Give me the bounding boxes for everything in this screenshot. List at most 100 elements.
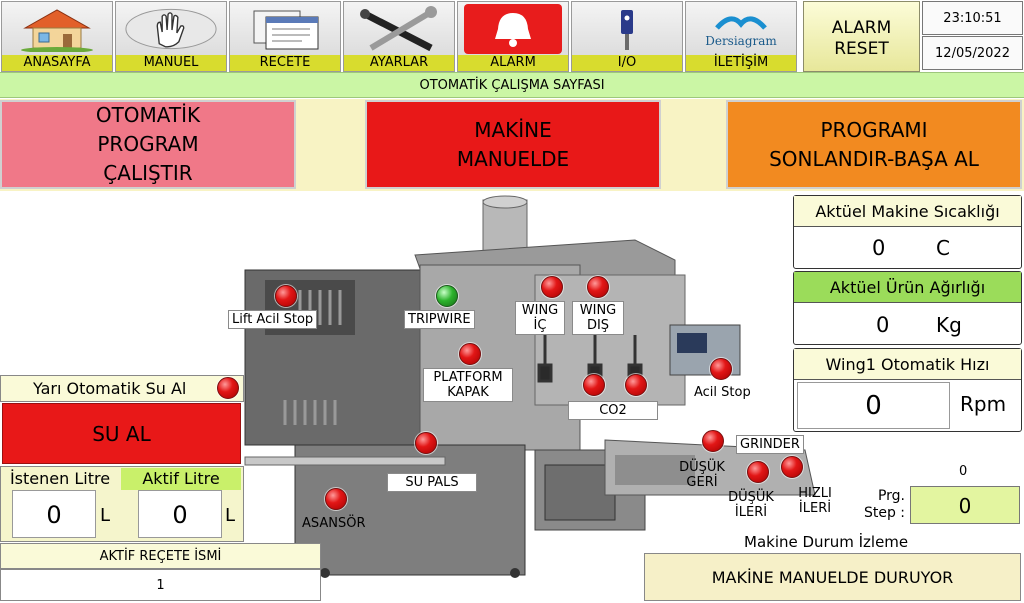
tripwire-label: TRIPWIRE <box>404 310 475 329</box>
alarm-reset-line1: ALARM <box>831 18 892 38</box>
nav-manuel-button[interactable]: MANUEL <box>115 1 227 72</box>
recipe-icon <box>236 4 334 54</box>
water-panel-title: Yarı Otomatik Su Al <box>0 375 244 402</box>
machine-mode-button[interactable]: MAKİNE MANUELDE <box>365 100 661 189</box>
end-program-line1: PROGRAMI <box>820 117 928 142</box>
program-step-label-line2: Step : <box>863 505 905 521</box>
wing-dis-indicator <box>587 276 609 298</box>
wing-ic-line1: WING <box>521 303 559 318</box>
hizli-ileri-line1: HIZLI <box>798 486 832 501</box>
acil-stop-label: Acil Stop <box>694 385 751 400</box>
active-litre-label: Aktif Litre <box>121 468 241 490</box>
alarm-reset-line2: RESET <box>834 39 889 59</box>
wing-speed-title: Wing1 Otomatik Hızı <box>794 349 1021 380</box>
bell-icon <box>464 4 562 54</box>
dusuk-ileri-line2: İLERİ <box>734 505 768 520</box>
dusuk-geri-label: DÜŞÜK GERİ <box>673 458 731 492</box>
nav-iletisim-button[interactable]: Dersiagram İLETİŞİM <box>685 1 797 72</box>
wing-dis-line1: WING <box>579 303 617 318</box>
alarm-reset-button[interactable]: ALARM RESET <box>803 1 920 72</box>
temperature-panel: Aktüel Makine Sıcaklığı 0 C <box>793 195 1022 269</box>
logo-text: Dersiagram <box>705 34 777 48</box>
wing-dis-label: WING DIŞ <box>572 301 624 335</box>
nav-label: MANUEL <box>116 55 226 71</box>
end-program-button[interactable]: PROGRAMI SONLANDIR-BAŞA AL <box>726 100 1022 189</box>
requested-litre-field[interactable]: 0 <box>12 490 96 538</box>
co2-indicator-1 <box>583 374 605 396</box>
wing-speed-unit: Rpm <box>960 392 1007 416</box>
auto-program-button[interactable]: OTOMATİK PROGRAM ÇALIŞTIR <box>0 100 296 189</box>
page-title: OTOMATİK ÇALIŞMA SAYFASI <box>0 72 1024 98</box>
platform-kapak-line1: PLATFORM <box>433 370 503 385</box>
dusuk-ileri-indicator <box>747 461 769 483</box>
wing-ic-indicator <box>541 276 563 298</box>
wing-ic-label: WING İÇ <box>515 301 565 335</box>
tools-icon <box>350 4 448 54</box>
nav-anasayfa-button[interactable]: ANASAYFA <box>1 1 113 72</box>
hand-icon <box>122 4 220 54</box>
contact-logo-icon: Dersiagram <box>692 4 790 54</box>
weight-unit: Kg <box>936 313 962 337</box>
weight-value: 0 <box>876 313 890 337</box>
wing-speed-field[interactable]: 0 <box>797 382 950 429</box>
dusuk-ileri-label: DÜŞÜK İLERİ <box>722 488 780 522</box>
co2-indicator-2 <box>625 374 647 396</box>
asansor-indicator <box>325 488 347 510</box>
su-al-button[interactable]: SU AL <box>2 403 241 464</box>
weight-panel: Aktüel Ürün Ağırlığı 0 Kg <box>793 271 1022 345</box>
machine-mode-line1: MAKİNE <box>474 117 552 142</box>
end-program-line2: SONLANDIR-BAŞA AL <box>769 146 979 171</box>
nav-ayarlar-button[interactable]: AYARLAR <box>343 1 455 72</box>
program-step-label: Prg. Step : <box>855 488 905 522</box>
hizli-ileri-label: HIZLI İLERİ <box>788 484 842 518</box>
dusuk-geri-indicator <box>702 430 724 452</box>
clock-date: 12/05/2022 <box>922 36 1023 70</box>
temperature-unit: C <box>936 236 950 260</box>
temperature-title: Aktüel Makine Sıcaklığı <box>794 196 1021 227</box>
temperature-value: 0 <box>872 236 886 260</box>
hizli-ileri-indicator <box>781 456 803 478</box>
su-pals-indicator <box>415 432 437 454</box>
active-litre-unit: L <box>225 505 236 526</box>
asansor-label: ASANSÖR <box>302 516 366 531</box>
io-icon <box>578 4 676 54</box>
nav-label: İLETİŞİM <box>686 55 796 71</box>
auto-program-line1: OTOMATİK <box>95 103 201 127</box>
lift-stop-indicator <box>275 285 297 307</box>
weight-title: Aktüel Ürün Ağırlığı <box>794 272 1021 303</box>
machine-status-display: MAKİNE MANUELDE DURUYOR <box>644 553 1021 601</box>
water-panel-title-text: Yarı Otomatik Su Al <box>33 379 187 398</box>
wing-speed-panel: Wing1 Otomatik Hızı 0 Rpm <box>793 348 1022 432</box>
nav-alarm-button[interactable]: ALARM <box>457 1 569 72</box>
co2-label: CO2 <box>568 401 658 420</box>
active-litre-field: 0 <box>138 490 222 538</box>
water-indicator <box>217 377 239 399</box>
dusuk-ileri-line1: DÜŞÜK <box>728 490 774 505</box>
nav-label: I/O <box>572 55 682 71</box>
nav-label: AYARLAR <box>344 55 454 71</box>
wing-dis-line2: DIŞ <box>586 318 610 333</box>
platform-kapak-line2: KAPAK <box>447 385 489 400</box>
requested-litre-unit: L <box>100 505 111 526</box>
tripwire-indicator <box>436 285 458 307</box>
platform-kapak-indicator <box>459 343 481 365</box>
machine-mode-line2: MANUELDE <box>456 146 570 171</box>
hizli-ileri-line2: İLERİ <box>798 501 832 516</box>
grinder-label: GRINDER <box>736 435 804 454</box>
clock-time: 23:10:51 <box>922 1 1023 35</box>
recipe-value: 1 <box>0 569 321 601</box>
nav-io-button[interactable]: I/O <box>571 1 683 72</box>
requested-litre-label: İstenen Litre <box>9 469 111 488</box>
wing-ic-line2: İÇ <box>533 318 547 333</box>
nav-label: RECETE <box>230 55 340 71</box>
dusuk-geri-line2: GERİ <box>686 475 718 490</box>
platform-kapak-label: PLATFORM KAPAK <box>423 368 513 402</box>
nav-recete-button[interactable]: RECETE <box>229 1 341 72</box>
nav-label: ALARM <box>458 55 568 71</box>
program-step-field: 0 <box>910 486 1020 524</box>
program-step-label-line1: Prg. <box>877 488 905 504</box>
program-step-small-value: 0 <box>959 464 968 479</box>
acil-stop-indicator <box>710 358 732 380</box>
auto-program-line2: PROGRAM <box>97 132 199 156</box>
auto-program-line3: ÇALIŞTIR <box>103 161 193 185</box>
